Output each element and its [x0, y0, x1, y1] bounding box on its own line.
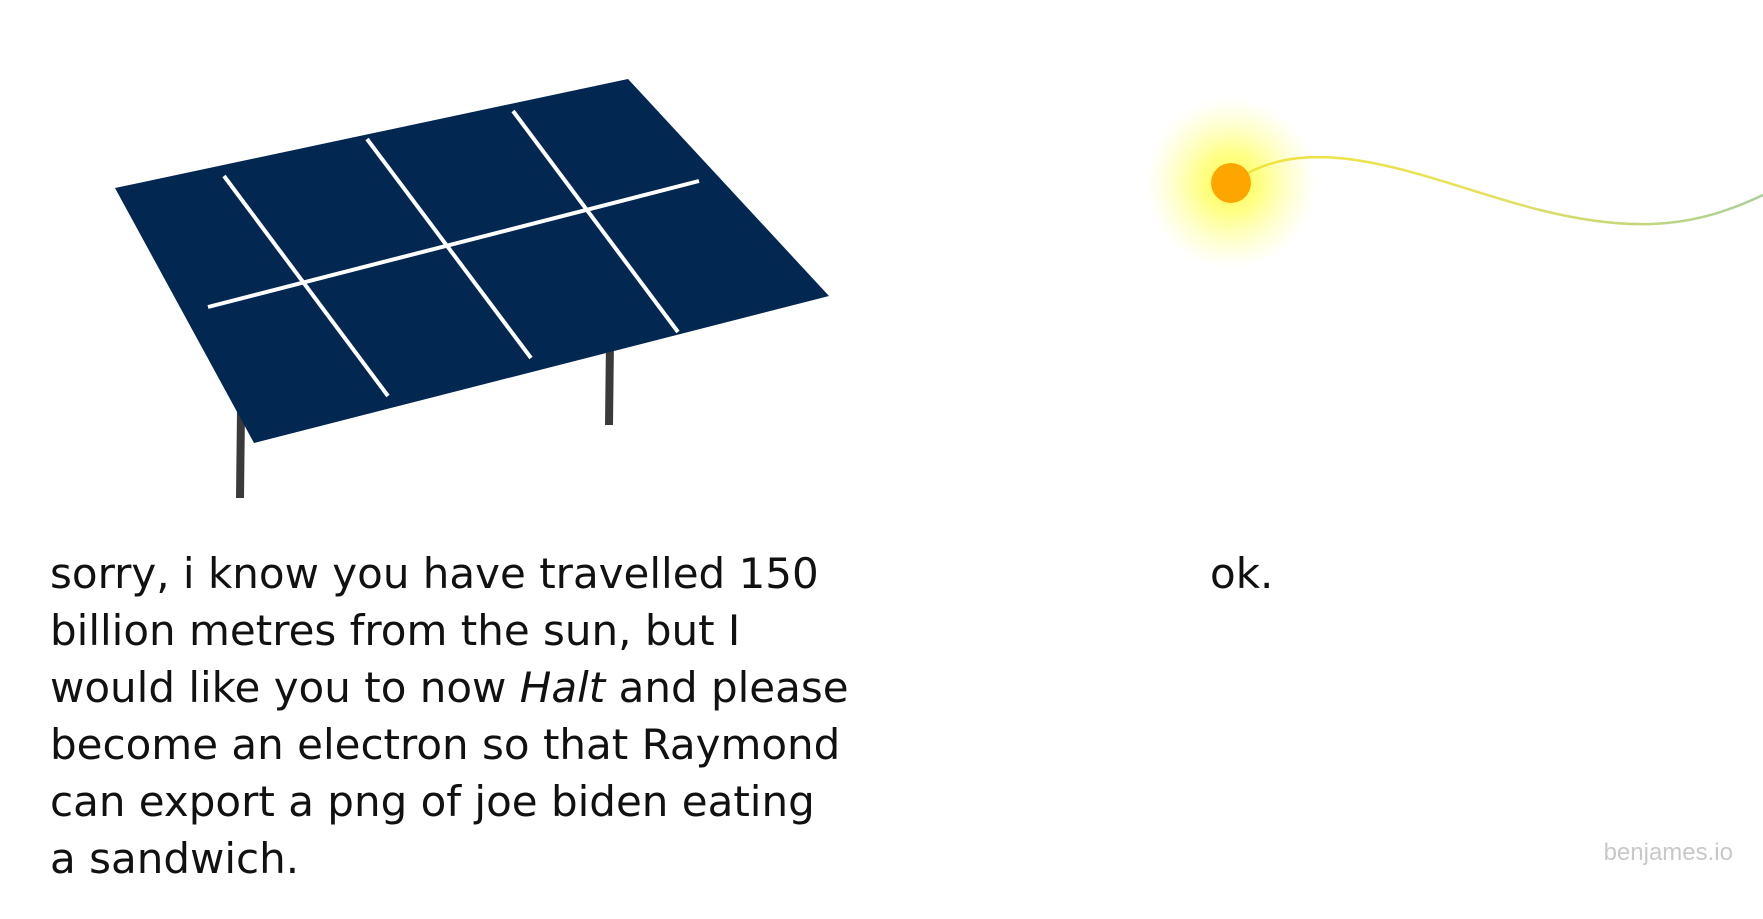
- message-part-2: and please become an electron so that Ra…: [50, 663, 849, 883]
- sun-icon: [1146, 98, 1763, 268]
- panel-leg-left: [236, 409, 245, 499]
- photon-path-icon: [1247, 155, 1763, 226]
- panel-surface: [115, 79, 829, 443]
- sun-core: [1211, 163, 1251, 203]
- message-part-1: sorry, i know you have travelled 150 bil…: [50, 549, 819, 712]
- solar-panel-icon: [115, 79, 829, 499]
- reply-text: ok.: [1210, 549, 1274, 598]
- panel-grid-lines: [207, 109, 700, 398]
- message-text: sorry, i know you have travelled 150 bil…: [50, 545, 850, 887]
- message-emphasis: Halt: [519, 663, 606, 712]
- panel-leg-right: [605, 339, 614, 426]
- site-watermark: benjames.io: [1603, 839, 1733, 866]
